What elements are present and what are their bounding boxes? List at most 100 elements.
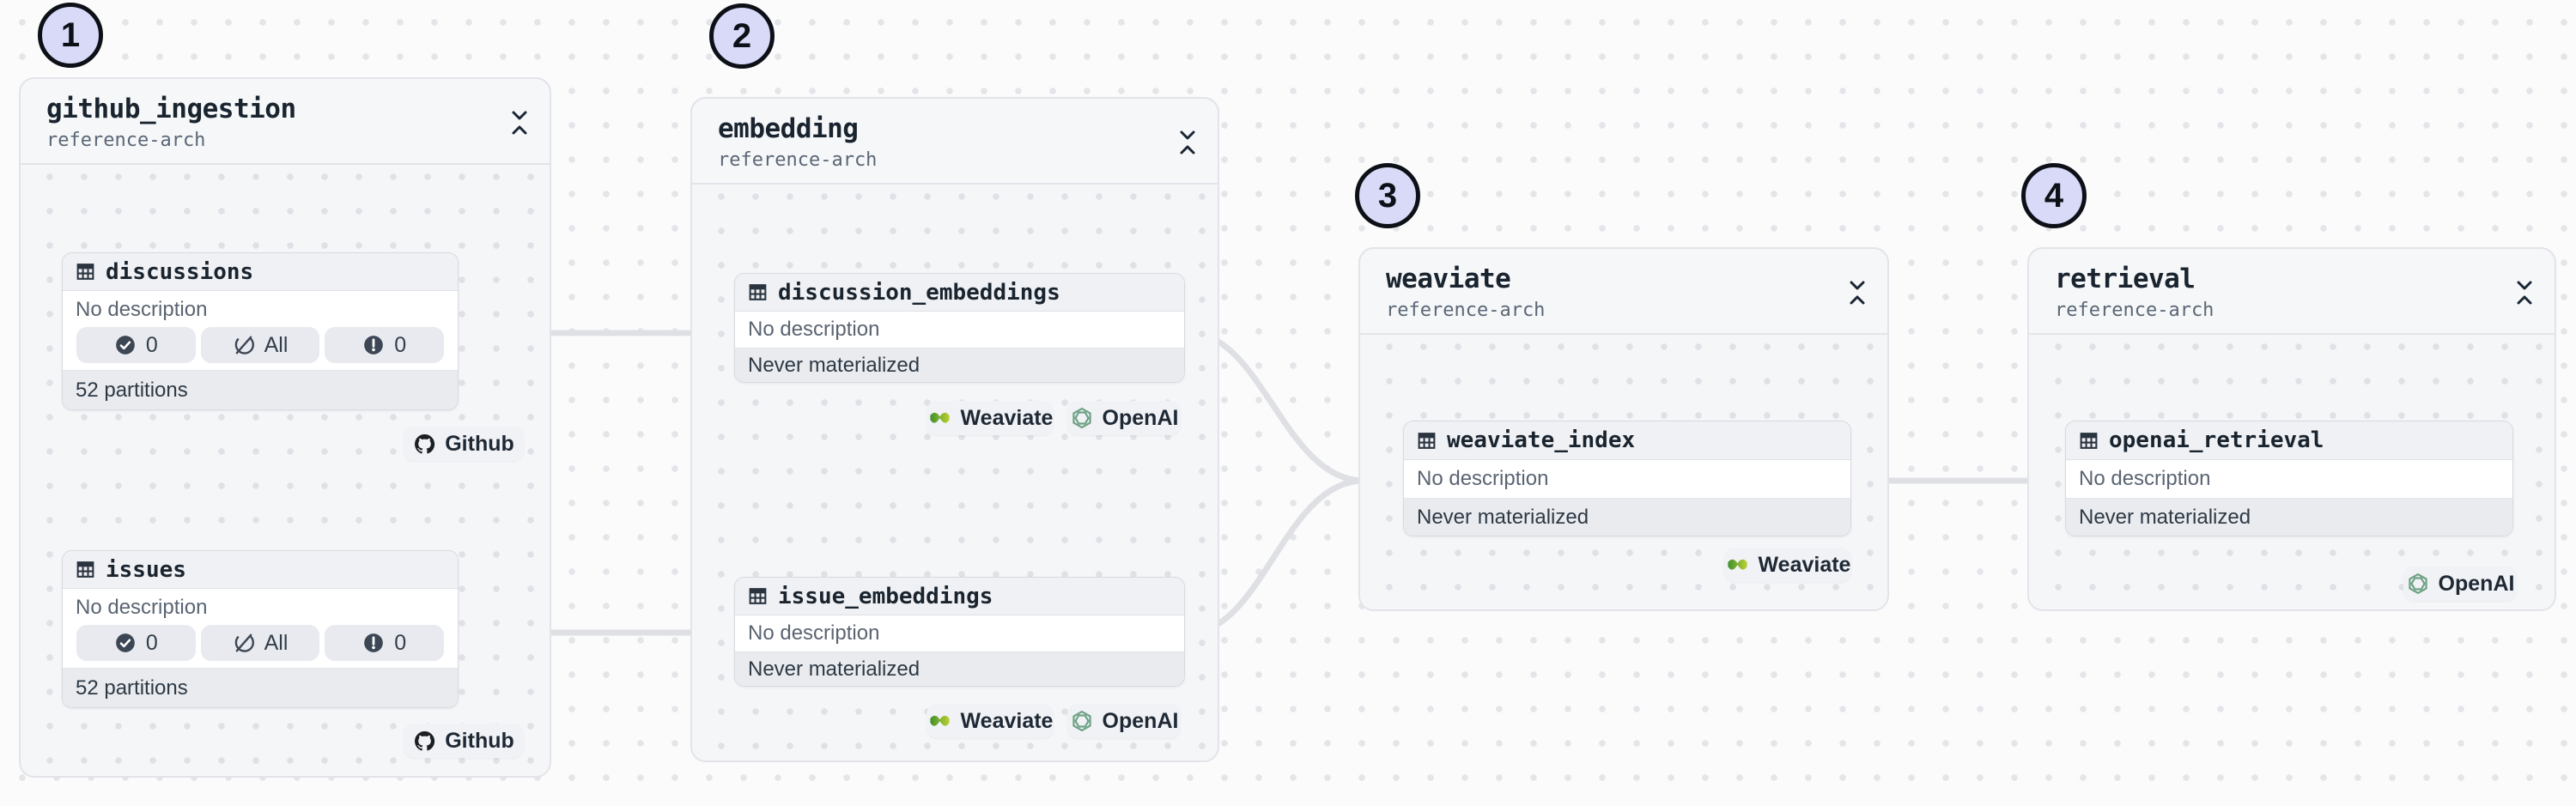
collapse-group-icon[interactable] xyxy=(2513,278,2536,307)
table-icon xyxy=(1418,432,1436,449)
asset-card-issue-embeddings[interactable]: issue_embeddings No description Never ma… xyxy=(734,577,1185,687)
tag-github[interactable]: Github xyxy=(404,427,524,461)
badge-value: 0 xyxy=(394,630,407,655)
annotation-step-1-number: 1 xyxy=(60,15,81,54)
group-title: github_ingestion xyxy=(46,94,296,124)
check-circle-icon xyxy=(116,336,135,355)
asset-status: Never materialized xyxy=(735,348,1184,382)
weaviate-icon xyxy=(1727,559,1747,570)
openai-icon xyxy=(1072,407,1091,429)
group-weaviate-header[interactable]: weaviate reference-arch xyxy=(1358,247,1889,335)
tag-label: Weaviate xyxy=(1758,552,1851,577)
tag-label: OpenAI xyxy=(1102,405,1179,430)
materialize-off-circle-icon xyxy=(234,336,254,355)
asset-status: Never materialized xyxy=(1404,498,1850,536)
asset-card-weaviate-index[interactable]: weaviate_index No description Never mate… xyxy=(1403,421,1851,536)
alert-circle-icon xyxy=(364,633,384,652)
checks-passed-badge[interactable]: 0 xyxy=(76,625,196,661)
table-icon xyxy=(749,588,767,604)
annotation-step-2-number: 2 xyxy=(732,16,752,55)
asset-partitions-footer: 52 partitions xyxy=(63,668,458,707)
annotation-step-2: 2 xyxy=(709,3,775,69)
asset-name: issue_embeddings xyxy=(778,583,993,609)
openai-icon xyxy=(1072,710,1091,732)
group-embedding-header[interactable]: embedding reference-arch xyxy=(690,97,1219,185)
tag-label: Github xyxy=(445,728,514,753)
group-title: weaviate xyxy=(1386,264,1511,294)
alert-circle-icon xyxy=(364,336,384,355)
table-icon xyxy=(76,561,94,578)
badge-value: 0 xyxy=(145,630,158,655)
group-subtitle: reference-arch xyxy=(718,149,878,171)
annotation-step-3-number: 3 xyxy=(1377,176,1398,215)
asset-name: openai_retrieval xyxy=(2109,427,2324,453)
badge-value: 0 xyxy=(394,332,407,357)
group-subtitle: reference-arch xyxy=(1386,300,1546,321)
tag-label: Github xyxy=(445,431,514,456)
asset-description: No description xyxy=(63,293,458,327)
github-icon xyxy=(415,730,435,750)
annotation-step-4-number: 4 xyxy=(2044,176,2064,215)
table-icon xyxy=(76,264,94,280)
check-circle-icon xyxy=(116,633,135,652)
asset-check-badges: 0 All 0 xyxy=(63,327,458,363)
asset-check-badges: 0 All 0 xyxy=(63,625,458,661)
badge-value: All xyxy=(264,332,289,357)
asset-description: No description xyxy=(2066,460,2512,498)
tag-weaviate[interactable]: Weaviate xyxy=(927,401,1054,435)
group-weaviate: weaviate reference-arch weaviate_index N… xyxy=(1358,247,1889,611)
checks-passed-badge[interactable]: 0 xyxy=(76,327,196,363)
asset-name: weaviate_index xyxy=(1447,427,1636,453)
annotation-step-3: 3 xyxy=(1355,163,1420,228)
group-retrieval: retrieval reference-arch openai_retrieva… xyxy=(2027,247,2556,611)
asset-name: issues xyxy=(106,556,186,583)
group-subtitle: reference-arch xyxy=(2055,300,2215,321)
badge-value: All xyxy=(264,630,289,655)
asset-name: discussions xyxy=(106,258,254,285)
weaviate-icon xyxy=(929,412,950,423)
badge-value: 0 xyxy=(145,332,158,357)
tag-github[interactable]: Github xyxy=(404,724,524,758)
tag-openai[interactable]: OpenAI xyxy=(1067,704,1181,738)
tag-label: Weaviate xyxy=(960,708,1054,733)
table-icon xyxy=(2080,432,2098,449)
asset-description: No description xyxy=(1404,460,1850,498)
materialize-policy-badge[interactable]: All xyxy=(200,327,320,363)
asset-status: Never materialized xyxy=(2066,498,2512,536)
asset-card-discussion-embeddings[interactable]: discussion_embeddings No description Nev… xyxy=(734,273,1185,383)
tag-openai[interactable]: OpenAI xyxy=(1067,401,1181,435)
materialize-policy-badge[interactable]: All xyxy=(200,625,320,661)
alerts-badge[interactable]: 0 xyxy=(325,327,445,363)
asset-status: Never materialized xyxy=(735,651,1184,686)
group-github-ingestion-header[interactable]: github_ingestion reference-arch xyxy=(19,77,551,165)
tag-label: Weaviate xyxy=(960,405,1054,430)
asset-card-openai-retrieval[interactable]: openai_retrieval No description Never ma… xyxy=(2065,421,2513,536)
tag-weaviate[interactable]: Weaviate xyxy=(1724,548,1851,582)
collapse-group-icon[interactable] xyxy=(1846,278,1868,307)
asset-card-discussions[interactable]: discussions No description 0 All 0 52 pa… xyxy=(62,252,459,410)
tag-label: OpenAI xyxy=(1102,708,1179,733)
group-retrieval-header[interactable]: retrieval reference-arch xyxy=(2027,247,2556,335)
group-github-ingestion: github_ingestion reference-arch discussi… xyxy=(19,77,551,778)
alerts-badge[interactable]: 0 xyxy=(325,625,445,661)
weaviate-icon xyxy=(929,715,950,726)
group-subtitle: reference-arch xyxy=(46,130,206,151)
group-title: retrieval xyxy=(2055,264,2196,294)
openai-icon xyxy=(2408,573,2427,595)
collapse-group-icon[interactable] xyxy=(1176,128,1199,157)
asset-description: No description xyxy=(735,312,1184,348)
asset-description: No description xyxy=(735,615,1184,651)
tag-weaviate[interactable]: Weaviate xyxy=(927,704,1054,738)
tag-label: OpenAI xyxy=(2438,571,2515,596)
group-title: embedding xyxy=(718,113,859,144)
annotation-step-4: 4 xyxy=(2021,163,2087,228)
tag-openai[interactable]: OpenAI xyxy=(2403,567,2517,601)
collapse-group-icon[interactable] xyxy=(508,108,531,137)
github-icon xyxy=(415,433,435,453)
asset-description: No description xyxy=(63,591,458,625)
asset-card-issues[interactable]: issues No description 0 All 0 52 partiti… xyxy=(62,550,459,708)
asset-name: discussion_embeddings xyxy=(778,279,1060,306)
asset-partitions-footer: 52 partitions xyxy=(63,370,458,409)
materialize-off-circle-icon xyxy=(234,633,254,652)
